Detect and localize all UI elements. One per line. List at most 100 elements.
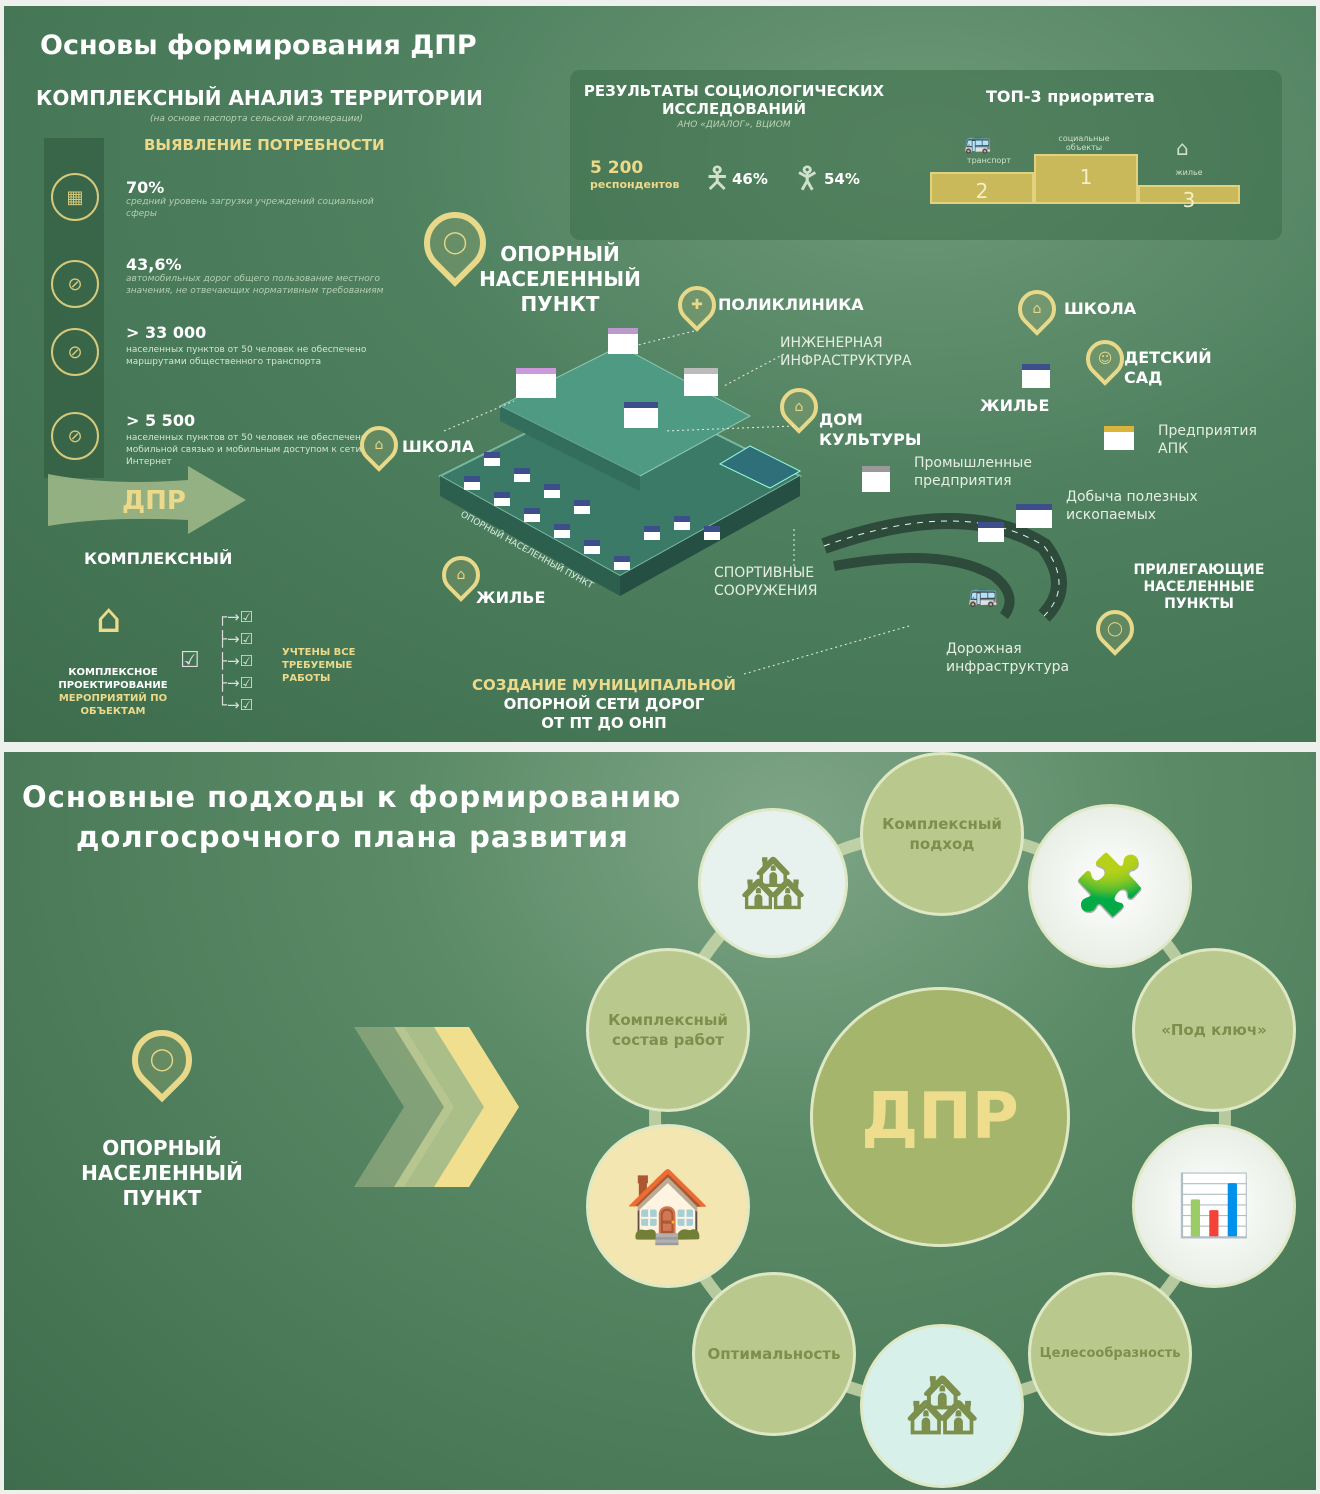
checklist-icon: ☑ [180,648,200,673]
bus-icon: 🚌 [964,130,992,155]
top3-label: транспорт [966,156,1012,165]
building-icon: ▦ [51,173,99,221]
need-value: 43,6% [126,255,182,274]
network-line-2: ОПОРНОЙ СЕТИ ДОРОГ [503,695,705,713]
need-value: > 5 500 [126,411,196,430]
house [674,516,690,530]
clinic-label: ПОЛИКЛИНИКА [718,295,864,314]
house [484,452,500,466]
approach-complex-works: Комплексный состав работ [586,948,750,1112]
bus-crossed-icon: ⊘ [51,328,99,376]
road-crossed-icon: ⊘ [51,260,99,308]
house [1022,364,1050,388]
chevrons-icon [354,1027,519,1187]
house-icon: ⌂ [1176,136,1189,160]
hub-illustration: ОПОРНЫЙ НАСЕЛЕННЫЙ ПУНКТ [437,345,803,596]
top3-title: ТОП-3 приоритета [986,87,1155,106]
house [574,500,590,514]
road-illustration [821,513,1067,622]
podium-2: 2 [930,172,1034,204]
dpr-arrow [48,466,246,534]
house [584,540,600,554]
puzzle-image: 🧩 [1028,804,1192,968]
network-line-1: СОЗДАНИЕ МУНИЦИПАЛЬНОЙ [472,676,736,694]
complex-label: КОМПЛЕКСНЫЙ [84,549,233,568]
need-text: автомобильных дорог общего пользование м… [126,274,384,296]
panel-approaches: Основные подходы к формированию долгосро… [4,752,1316,1490]
dpr-arrow-label: ДПР [122,486,186,516]
approach-complex: Комплексный подход [860,752,1024,916]
need-value: 70% [126,178,165,197]
top3-label: социальные объекты [1058,134,1110,152]
house [644,526,660,540]
crane-icon: ⌂ [96,596,122,642]
hub-mini-image: 🏘 [698,808,848,958]
top3-label: жилье [1175,168,1203,177]
hub-label: ОПОРНЫЙ НАСЕЛЕННЫЙ ПУНКТ [81,1136,243,1210]
hub-label: ОПОРНЫЙ НАСЕЛЕННЫЙ ПУНКТ [479,242,641,316]
analytics-image: 📊 [1132,1124,1296,1288]
house [704,526,720,540]
farm-building [1104,426,1134,450]
needs-title: ВЫЯВЛЕНИЕ ПОТРЕБНОСТИ [144,136,385,154]
engineering-label: ИНЖЕНЕРНАЯ ИНФРАСТРУКТУРА [780,335,912,369]
need-text: населенных пунктов от 50 человек не обес… [126,433,367,467]
panel2-title-2: долгосрочного плана развития [76,820,629,854]
house [464,476,480,490]
works-label: УЧТЕНЫ ВСЕ ТРЕБУЕМЫЕ РАБОТЫ [282,647,356,684]
design-label-1: КОМПЛЕКСНОЕ ПРОЕКТИРОВАНИЕ [58,667,168,691]
house [514,468,530,482]
male-icon: 🯅 [704,161,731,196]
school-left-label: ШКОЛА [402,437,475,456]
need-text: средний уровень загрузки учреждений соци… [126,197,374,219]
house [494,492,510,506]
house [524,508,540,522]
respondents-count: 5 200 [590,158,644,178]
bus-icon: 🚌 [968,580,998,608]
house [978,522,1004,542]
industry-label: Промышленные предприятия [914,455,1032,489]
panel-title: Основы формирования ДПР [40,30,477,61]
mining-label: Добыча полезных ископаемых [1066,489,1198,523]
check-tree-icon: ┌→☑├→☑├→☑├→☑└→☑ [218,608,254,714]
analysis-title: КОМПЛЕКСНЫЙ АНАЛИЗ ТЕРРИТОРИИ [36,86,483,110]
phone-crossed-icon: ⊘ [51,412,99,460]
survey-box [570,70,1282,240]
house-image: 🏠 [586,1124,750,1288]
roads-label: Дорожная инфраструктура [946,641,1070,675]
male-percent: 46% [732,170,768,188]
school-building [516,368,556,398]
adjacent-label: ПРИЛЕГАЮЩИЕ НАСЕЛЕННЫЕ ПУНКТЫ [1133,562,1265,612]
survey-title: РЕЗУЛЬТАТЫ СОЦИОЛОГИЧЕСКИХ ИССЛЕДОВАНИЙ [583,82,885,118]
house [614,556,630,570]
school-right-label: ШКОЛА [1064,299,1137,318]
housing-right-label: ЖИЛЬЕ [980,396,1050,415]
agro-label: Предприятия АПК [1158,423,1257,457]
approach-optimality: Оптимальность [692,1272,856,1436]
panel-foundations: Основы формирования ДПР КОМПЛЕКСНЫЙ АНАЛ… [4,6,1316,742]
network-line-3: ОТ ПТ ДО ОНП [541,714,667,732]
housing-left-label: ЖИЛЬЕ [476,588,546,607]
clinic-building [608,328,638,354]
dpr-center-circle: ДПР [810,987,1070,1247]
city-image: 🏘 [860,1324,1024,1488]
mine-building [1016,504,1052,528]
culture-building [624,402,658,428]
engineering-building [684,368,718,396]
house [554,524,570,538]
approach-expediency: Целесообразность [1028,1272,1192,1436]
respondents-label: респондентов [590,178,680,191]
female-icon: 🯆 [794,161,821,196]
factory-building [862,466,890,492]
dotted-leaders [443,330,910,675]
culture-label: ДОМ КУЛЬТУРЫ [819,410,922,449]
podium-3: 3 [1138,185,1240,212]
house [544,484,560,498]
panel2-title-1: Основные подходы к формированию [22,780,682,814]
sports-label: СПОРТИВНЫЕ СООРУЖЕНИЯ [714,565,818,599]
kindergarten-label: ДЕТСКИЙ САД [1124,348,1212,387]
survey-source: АНО «ДИАЛОГ», ВЦИОМ [677,120,791,130]
approach-turnkey: «Под ключ» [1132,948,1296,1112]
